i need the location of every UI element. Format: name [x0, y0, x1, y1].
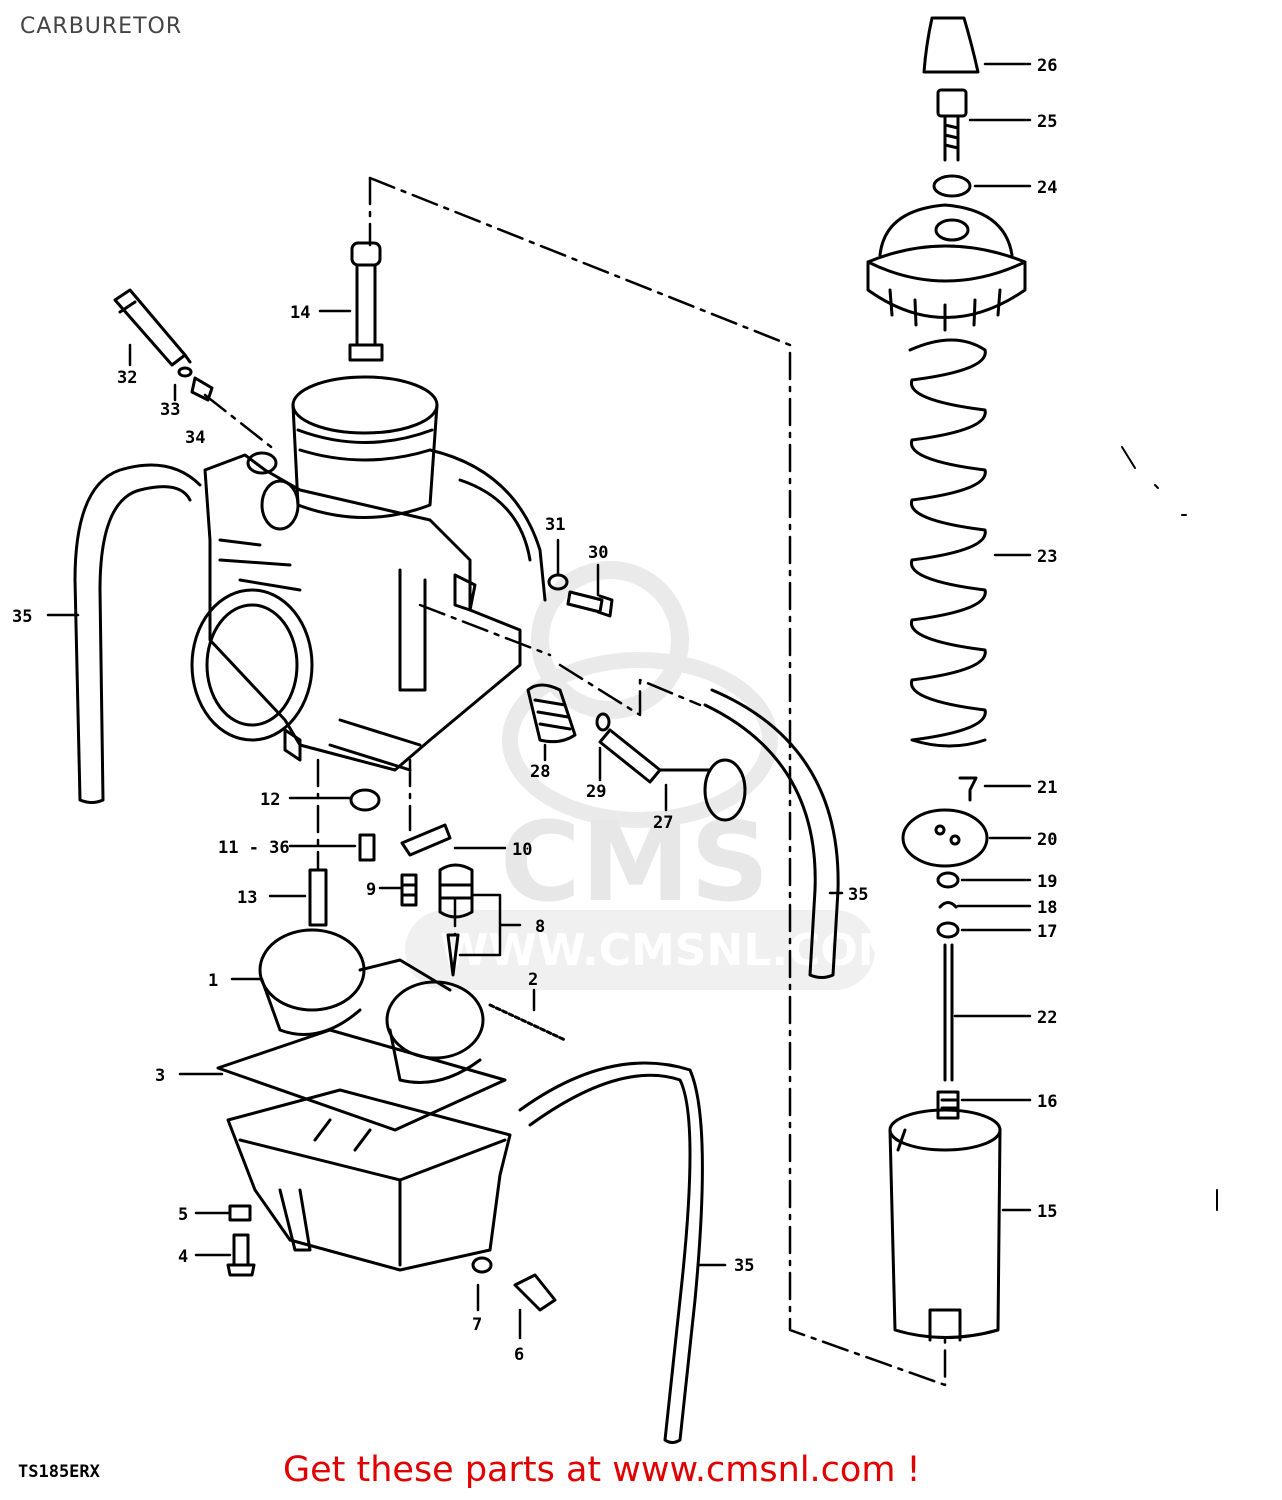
main-jet — [308, 868, 328, 927]
plate-screw — [958, 776, 978, 802]
washer-bottom — [936, 921, 960, 939]
washer-top — [936, 871, 960, 889]
callout-8: 8 — [535, 917, 545, 937]
choke-assembly — [526, 683, 747, 822]
callout-labels: 26 25 24 23 21 20 19 18 17 22 16 15 14 3… — [12, 56, 1057, 1365]
jet-washer — [349, 788, 381, 812]
baffle-plate — [400, 823, 452, 857]
air-screw-set — [113, 288, 214, 402]
callout-9: 9 — [366, 880, 376, 900]
callout-6: 6 — [514, 1345, 524, 1365]
callout-26: 26 — [1037, 56, 1057, 76]
callout-27: 27 — [653, 813, 673, 833]
callout-4: 4 — [178, 1247, 188, 1267]
leader-lines — [46, 62, 1032, 1340]
throttle-valve — [888, 1108, 1002, 1342]
carburetor-body — [190, 375, 547, 772]
callout-11-36: 11 - 36 — [218, 838, 290, 858]
get-parts-link[interactable]: Get these parts at www.cmsnl.com ! — [283, 1450, 921, 1490]
callout-35-bottom: 35 — [734, 1256, 754, 1276]
needle-valve — [438, 863, 474, 977]
callout-18: 18 — [1037, 898, 1057, 918]
watermark: CMS WWW.CMSNL.COM — [405, 561, 902, 990]
callout-24: 24 — [1037, 178, 1057, 198]
callout-31: 31 — [545, 515, 565, 535]
callout-28: 28 — [530, 762, 550, 782]
callout-7: 7 — [472, 1315, 482, 1335]
callout-34: 34 — [185, 428, 205, 448]
starter-plunger-top — [348, 241, 384, 362]
vent-hose-left — [73, 463, 202, 804]
callout-13: 13 — [237, 888, 257, 908]
plug-screw — [513, 1273, 557, 1312]
callout-33: 33 — [160, 400, 180, 420]
drain-plug — [228, 1204, 252, 1222]
callout-35-left: 35 — [12, 607, 32, 627]
overflow-hose — [518, 1061, 704, 1444]
callout-25: 25 — [1037, 112, 1057, 132]
jet-needle — [943, 943, 954, 1082]
e-clip — [938, 901, 958, 909]
page-title: CARBURETOR — [20, 14, 183, 39]
rubber-cap — [922, 16, 980, 74]
needle-clip — [936, 1090, 960, 1120]
callout-14: 14 — [290, 303, 310, 323]
callout-22: 22 — [1037, 1008, 1057, 1028]
callout-19: 19 — [1037, 872, 1057, 892]
callout-17: 17 — [1037, 922, 1057, 942]
callout-20: 20 — [1037, 830, 1057, 850]
vent-hose-right — [703, 688, 840, 979]
needle-retainer-plate — [901, 808, 989, 868]
callout-29: 29 — [586, 782, 606, 802]
callout-32: 32 — [117, 368, 137, 388]
model-code: TS185ERX — [18, 1462, 100, 1482]
callout-15: 15 — [1037, 1202, 1057, 1222]
callout-3: 3 — [155, 1066, 165, 1086]
callout-10: 10 — [512, 840, 532, 860]
callout-30: 30 — [588, 543, 608, 563]
callout-16: 16 — [1037, 1092, 1057, 1112]
o-ring — [471, 1256, 493, 1274]
callout-5: 5 — [178, 1205, 188, 1225]
watermark-logo: CMS — [500, 798, 769, 926]
callout-23: 23 — [1037, 547, 1057, 567]
assembly-lines — [203, 176, 947, 1387]
float-chamber — [226, 1088, 512, 1272]
float-pin-screw — [400, 873, 418, 907]
drain-screw — [226, 1233, 256, 1277]
float-chamber-gasket — [216, 1028, 507, 1132]
throttle-stop-screw — [566, 590, 614, 618]
lock-nut — [932, 174, 972, 198]
callout-2: 2 — [528, 970, 538, 990]
mixing-chamber-top — [866, 203, 1027, 332]
watermark-url: WWW.CMSNL.COM — [440, 925, 902, 976]
throttle-spring — [908, 338, 987, 748]
callout-1: 1 — [208, 971, 218, 991]
float-pin — [488, 1003, 567, 1042]
callout-35-right: 35 — [848, 885, 868, 905]
callout-12: 12 — [260, 790, 280, 810]
cable-adjuster — [936, 88, 968, 162]
callout-21: 21 — [1037, 778, 1057, 798]
pilot-jet — [358, 833, 376, 862]
